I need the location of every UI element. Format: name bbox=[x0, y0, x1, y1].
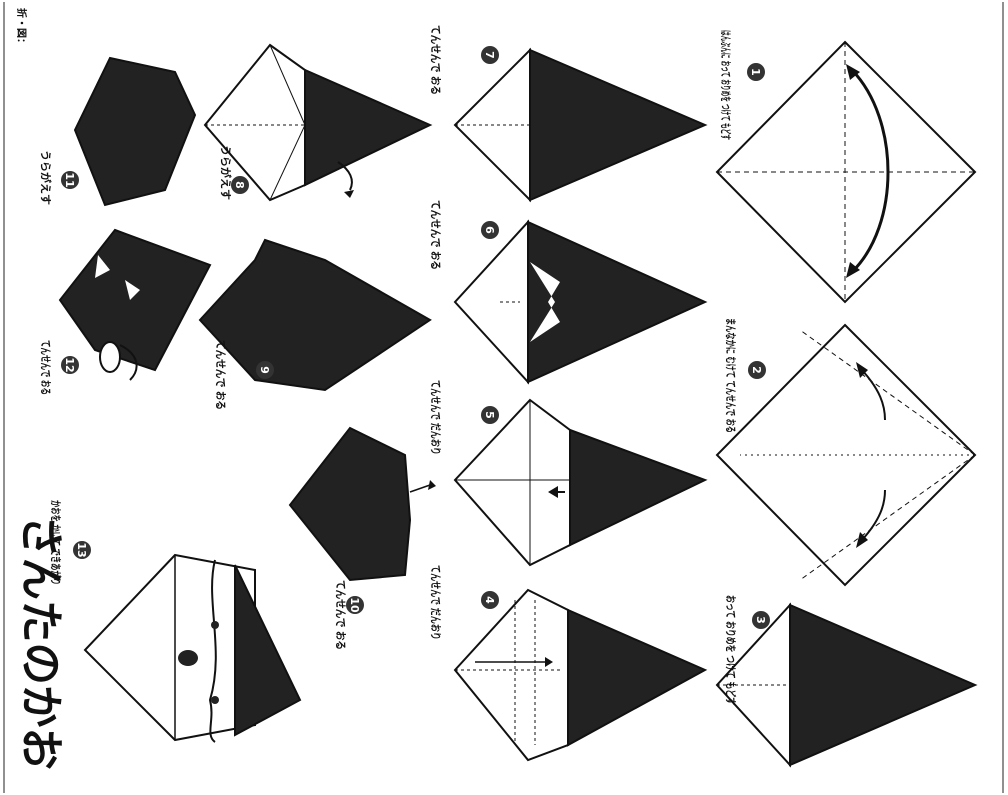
step-3-number: 3 bbox=[754, 616, 767, 624]
step-4-number: 4 bbox=[483, 596, 496, 604]
santa-eye-left bbox=[211, 621, 219, 629]
step-3-text: おって おりめを つけて もどす bbox=[724, 595, 737, 705]
step-11-text: うらがえす bbox=[39, 150, 53, 205]
step-5-text: てんせんで だんおり bbox=[429, 380, 442, 455]
step-10-number: 10 bbox=[348, 597, 361, 613]
step-2-number: 2 bbox=[750, 366, 763, 374]
step-5-number: 5 bbox=[483, 411, 496, 419]
step-1-number: 1 bbox=[749, 68, 762, 76]
step-1-text: はんぶんに おって おりめを つけて もどす bbox=[719, 30, 732, 140]
step-13-number: 13 bbox=[75, 542, 88, 557]
step-12-text: てんせんで おる bbox=[39, 340, 52, 395]
step-10-text: てんせんで おる bbox=[334, 580, 347, 650]
page-title: さんたのかお bbox=[15, 515, 66, 770]
step-8-number: 8 bbox=[233, 181, 246, 189]
step-9-number: 9 bbox=[258, 366, 271, 374]
footer-credit: 折・図： bbox=[15, 8, 28, 48]
step-7-number: 7 bbox=[483, 51, 496, 59]
step-9-text: てんせんで おる bbox=[214, 340, 227, 410]
santa-eye-right bbox=[211, 696, 219, 704]
step-6-number: 6 bbox=[483, 226, 496, 234]
step-7-text: てんせんで おる bbox=[429, 25, 442, 95]
step-8-text: うらがえす bbox=[219, 145, 233, 200]
step-11-number: 11 bbox=[63, 172, 76, 187]
step-4-text: てんせんで だんおり bbox=[429, 565, 442, 640]
step-12-number: 12 bbox=[63, 357, 76, 372]
santa-nose bbox=[178, 650, 198, 666]
step-2-text: まんなかに むけて てんせんで おる bbox=[724, 318, 737, 433]
flip-arrow-icon bbox=[100, 342, 120, 372]
footer-credit-text: 折・図： bbox=[15, 8, 28, 48]
page-title-text: さんたのかお bbox=[15, 515, 66, 770]
step-6-text: てんせんで おる bbox=[429, 200, 442, 270]
